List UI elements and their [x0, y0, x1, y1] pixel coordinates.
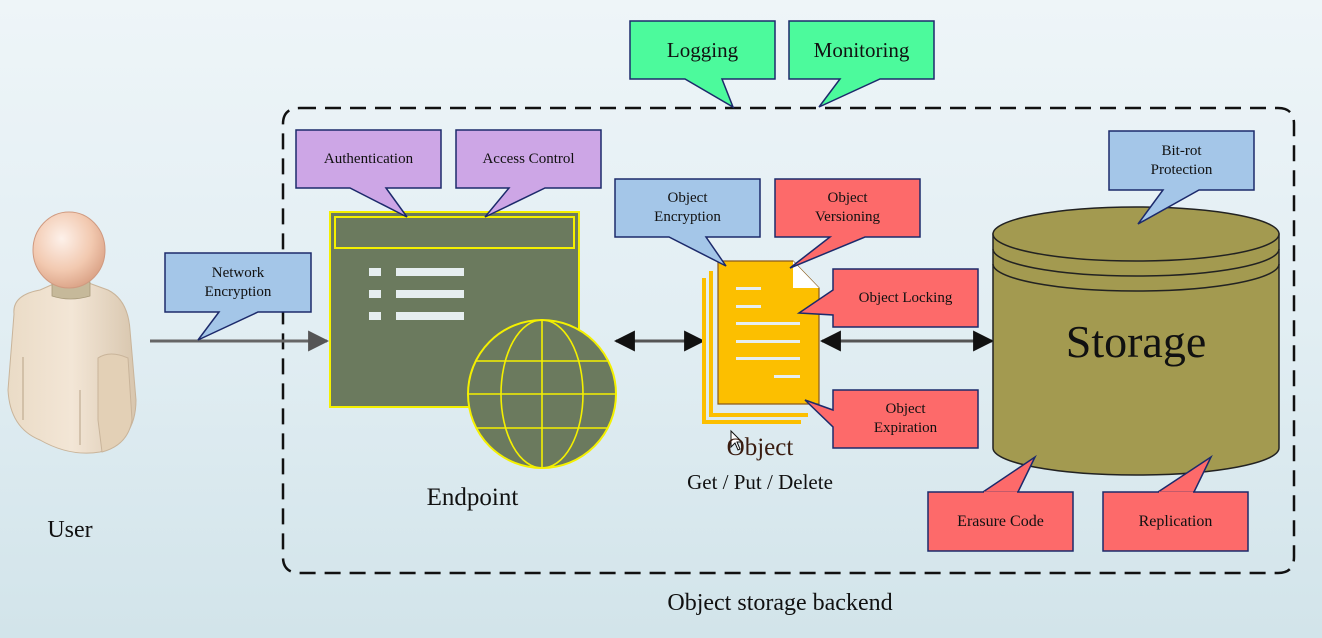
- callout-logging: Logging: [666, 37, 739, 62]
- database-cylinder-icon: [992, 206, 1280, 476]
- callout-monitoring: Monitoring: [813, 37, 910, 62]
- callout-network-encryption-line2: Encryption: [204, 283, 272, 300]
- callout-object-versioning-shape: [774, 178, 921, 269]
- callout-object-encryption-line2: Encryption: [654, 209, 721, 225]
- callout-network-encryption: Network Encryption: [165, 253, 311, 312]
- callout-object-expiration-line1: Object: [885, 401, 926, 418]
- callout-object-encryption: Object Encryption: [615, 179, 760, 237]
- document-stack-icon: [702, 260, 820, 424]
- callout-object-versioning: Object Versioning: [775, 179, 920, 237]
- callout-object-encryption-shape: [614, 178, 761, 267]
- callout-bitrot-protection: Bit-rot Protection: [1109, 131, 1254, 190]
- callout-monitoring-shape: [788, 20, 935, 108]
- callout-bitrot-protection-shape: [1108, 130, 1255, 225]
- callout-object-locking: Object Locking: [858, 289, 953, 306]
- object-label: Object: [726, 434, 794, 462]
- callout-authentication: Authentication: [323, 150, 414, 167]
- backend-title: Object storage backend: [667, 590, 893, 616]
- callout-object-expiration-line2: Expiration: [873, 420, 938, 436]
- callout-erasure-code: Erasure Code: [957, 512, 1044, 530]
- callout-object-encryption-line1: Object: [667, 190, 708, 207]
- backend-boundary: [281, 106, 1296, 575]
- callout-logging-shape: [629, 20, 776, 109]
- callout-object-locking-shape: [796, 268, 979, 328]
- web-window-globe-icon: [329, 211, 617, 469]
- storage-label: Storage: [1065, 316, 1207, 368]
- callout-object-expiration: Object Expiration: [833, 390, 978, 448]
- callout-access-control: Access Control: [482, 150, 575, 167]
- callout-object-expiration-shape: [804, 389, 979, 449]
- callout-authentication-shape: [295, 129, 442, 218]
- callout-network-encryption-line1: Network: [211, 264, 265, 281]
- callout-replication: Replication: [1138, 512, 1213, 530]
- callout-access-control-shape: [455, 129, 602, 218]
- callout-bitrot-protection-line1: Bit-rot: [1161, 142, 1202, 159]
- person-icon: [7, 211, 137, 454]
- endpoint-label: Endpoint: [426, 484, 519, 512]
- user-label: User: [47, 517, 93, 543]
- object-operations-label: Get / Put / Delete: [687, 469, 833, 494]
- callout-bitrot-protection-line2: Protection: [1150, 161, 1213, 178]
- callout-object-versioning-line2: Versioning: [815, 209, 880, 225]
- callout-network-encryption-shape: [164, 252, 312, 341]
- mouse-cursor-icon: [730, 429, 744, 451]
- callout-object-versioning-line1: Object: [827, 190, 868, 207]
